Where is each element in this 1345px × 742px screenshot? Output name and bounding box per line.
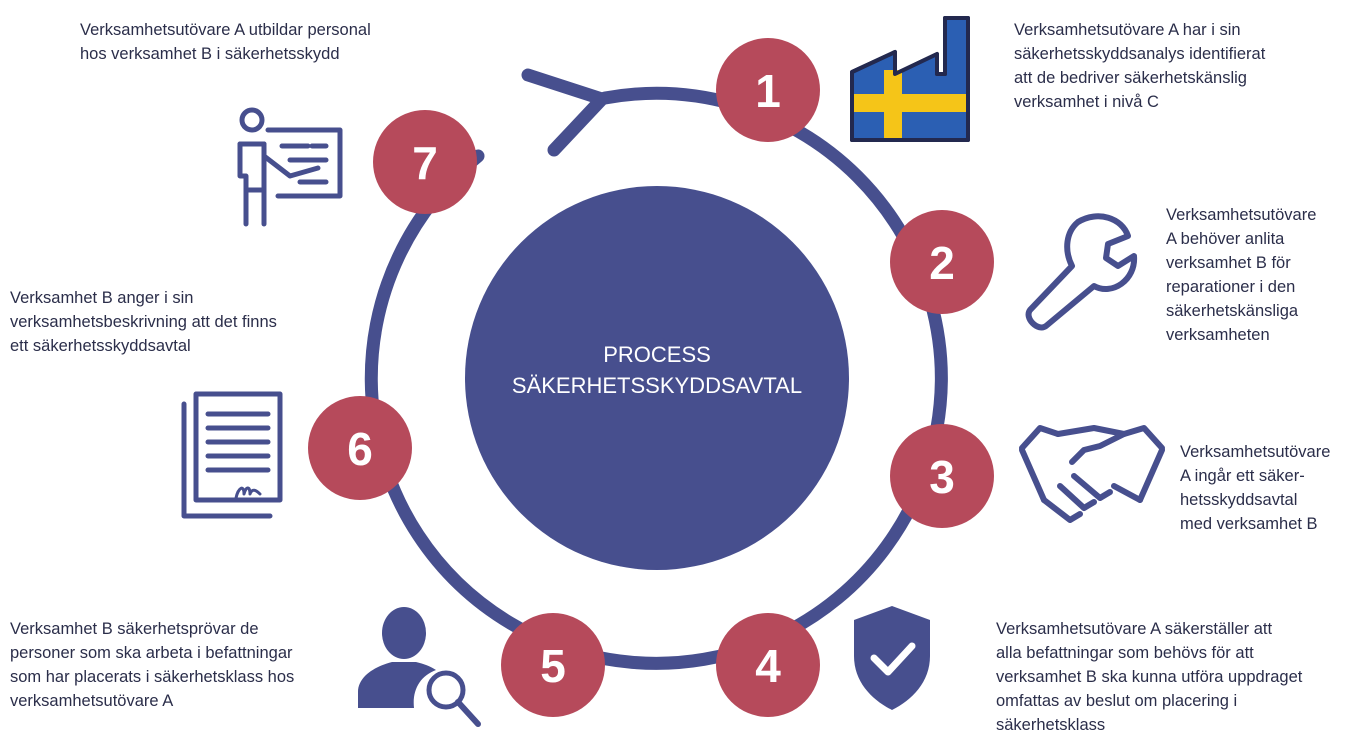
svg-text:2: 2 bbox=[929, 237, 955, 289]
person-search-icon bbox=[358, 607, 481, 727]
svg-text:6: 6 bbox=[347, 423, 373, 475]
step-badge-5: 5 bbox=[501, 613, 605, 717]
step-badge-6: 6 bbox=[308, 396, 412, 500]
step-7-description: Verksamhetsutövare A utbildar personal h… bbox=[80, 21, 371, 63]
svg-text:1: 1 bbox=[755, 65, 781, 117]
center-title-line1: PROCESS bbox=[603, 342, 711, 367]
step-badge-3: 3 bbox=[890, 424, 994, 528]
center-circle bbox=[465, 186, 849, 570]
factory-swedish-flag-icon bbox=[850, 16, 970, 142]
handshake-icon bbox=[1019, 425, 1165, 523]
step-2-description: Verksamhetsutövare A behöver anlita verk… bbox=[1166, 206, 1317, 344]
step-badge-7: 7 bbox=[373, 110, 477, 214]
shield-check-icon bbox=[854, 606, 930, 710]
svg-text:5: 5 bbox=[540, 640, 566, 692]
svg-text:3: 3 bbox=[929, 451, 955, 503]
center-title-line2: SÄKERHETSSKYDDSAVTAL bbox=[512, 373, 802, 398]
step-badge-2: 2 bbox=[890, 210, 994, 314]
wrench-icon bbox=[1025, 213, 1138, 331]
step-badge-4: 4 bbox=[716, 613, 820, 717]
svg-text:4: 4 bbox=[755, 640, 781, 692]
step-6-description: Verksamhet B anger i sin verksamhetsbesk… bbox=[10, 289, 277, 355]
step-1-description: Verksamhetsutövare A har i sin säkerhets… bbox=[1014, 21, 1266, 111]
teacher-board-icon bbox=[237, 107, 343, 227]
signed-document-icon bbox=[181, 391, 283, 519]
step-3-description: Verksamhetsutövare A ingår ett säker- he… bbox=[1180, 443, 1331, 533]
svg-text:7: 7 bbox=[412, 137, 438, 189]
step-5-description: Verksamhet B säkerhetsprövar de personer… bbox=[10, 620, 295, 710]
cycle-arrow-head bbox=[521, 68, 609, 157]
step-4-description: Verksamhetsutövare A säkerställer att al… bbox=[996, 620, 1303, 734]
step-badge-1: 1 bbox=[716, 38, 820, 142]
